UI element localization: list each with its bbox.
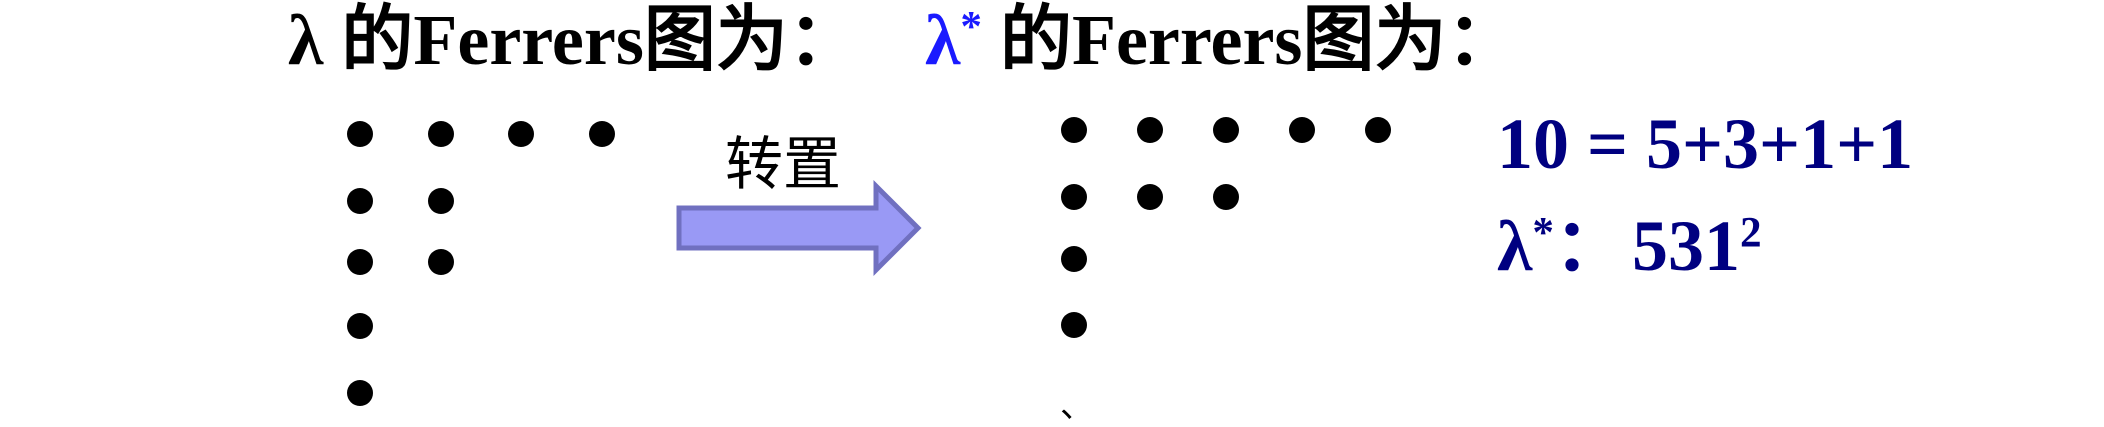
ferrers-dot — [1061, 312, 1087, 338]
colon: ： — [1553, 206, 1626, 286]
ferrers-dot — [1289, 117, 1315, 143]
ferrers-dot — [427, 188, 454, 214]
lambda-star-title-text: 的Ferrers图为： — [981, 0, 1519, 80]
ferrers-dot — [1365, 117, 1391, 143]
lambda-title: λ 的Ferrers图为： — [288, 4, 860, 76]
ferrers-dot — [427, 249, 454, 275]
ferrers-dot — [347, 249, 373, 275]
exponent: 2 — [1739, 209, 1762, 257]
transpose-label: 转置 — [725, 132, 842, 197]
ferrers-dot — [347, 380, 373, 406]
ferrers-dot — [1137, 117, 1163, 143]
partition-value: 531 — [1631, 206, 1740, 286]
ferrers-dot — [347, 313, 373, 339]
stray-mark: 、 — [1060, 388, 1094, 425]
ferrers-dot — [1213, 117, 1239, 143]
ferrers-dot — [508, 121, 534, 147]
lambda-char: λ — [925, 0, 961, 80]
lambda-char: λ — [1497, 206, 1533, 286]
lambda-star-title: λ* 的Ferrers图为： — [925, 4, 1518, 76]
ferrers-dot — [1061, 246, 1087, 272]
arrow-shape — [676, 179, 922, 277]
ferrers-dot — [347, 121, 373, 147]
lambda-symbol: λ — [288, 0, 324, 80]
lambda-star-notation: λ*：5312 — [1497, 210, 1762, 282]
ferrers-dot — [1213, 184, 1239, 210]
ferrers-dot — [588, 121, 615, 147]
ferrers-dot — [1137, 184, 1163, 210]
ferrers-dot — [1061, 117, 1087, 143]
ferrers-dot — [427, 121, 454, 147]
lambda-star-symbol: λ* — [925, 0, 982, 80]
lambda-title-text: 的Ferrers图为： — [323, 0, 860, 80]
star-superscript: * — [1532, 209, 1554, 257]
partition-equation: 10 = 5+3+1+1 — [1497, 104, 1914, 184]
right-arrow-icon — [676, 179, 922, 277]
star-superscript: * — [960, 3, 982, 51]
ferrers-dot — [347, 188, 373, 214]
ferrers-dot — [1061, 184, 1087, 210]
